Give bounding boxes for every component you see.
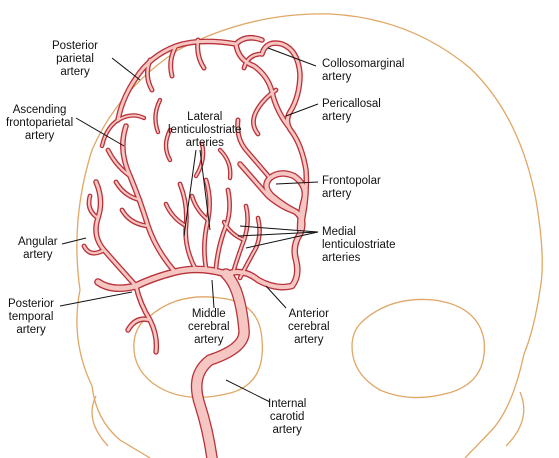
frontoparietal-branches-fill [106,148,150,228]
label-lateral-lenticulostriate-arteries: Lateral lenticulostriate arteries [168,111,242,149]
label-posterior-temporal-artery: Posterior temporal artery [8,298,55,336]
leader-pericallosal [285,103,319,117]
leader-medial-lenticulostriate-2 [237,231,319,237]
lateral-lenticulostriate-4-fill [165,195,209,227]
frontal-branch-2-fill [252,88,278,136]
leader-lateral-lenticulostriate-1 [183,149,197,237]
collosomarginal-artery-fill [234,36,290,128]
label-angular-artery: Angular artery [18,236,58,261]
leader-lines [59,47,319,403]
medial-lenticulostriate-3-fill [223,221,245,241]
skull-outline [76,13,543,458]
frontal-branch-3-fill [242,52,264,70]
angular-artery-fill [94,180,138,288]
leader-lateral-lenticulostriate-2 [199,149,211,231]
right-zygoma [505,391,525,447]
superior-arc-fill [116,39,238,122]
label-collosomarginal-artery: Collosomarginal artery [322,58,405,83]
leader-frontopolar [275,181,319,185]
posterior-parietal-artery-fill [146,38,206,92]
label-internal-carotid-artery: Internal carotid artery [268,398,307,436]
leader-middle-cerebral [211,279,215,309]
leader-posterior-temporal [59,291,133,307]
leader-ascending-frontoparietal [75,117,125,147]
leader-internal-carotid [225,379,271,403]
label-ascending-frontoparietal-artery: Ascending frontoparietal artery [6,104,74,142]
posterior-temporal-artery-fill [126,284,158,354]
label-posterior-parietal-artery: Posterior parietal artery [52,40,99,78]
leader-medial-lenticulostriate-3 [245,231,319,249]
cortical-twigs-fill [101,99,232,179]
leader-collosomarginal [267,47,317,67]
internal-carotid-artery-fill [192,269,249,458]
leader-posterior-parietal [111,57,141,81]
left-orbit [133,296,263,398]
leader-medial-lenticulostriate-1 [239,225,319,233]
frontal-branch-1-fill [236,118,272,180]
leader-angular [61,237,87,245]
label-frontopolar-artery: Frontopolar artery [322,175,381,200]
angular-branches-fill [82,194,106,255]
leader-anterior-cerebral [265,285,287,309]
middle-cerebral-artery-fill [95,266,229,291]
label-middle-cerebral-artery: Middle cerebral artery [188,308,230,346]
label-pericallosal-artery: Pericallosal artery [322,98,381,123]
label-medial-lenticulostriate-arteries: Medial lenticulostriate arteries [322,226,396,264]
left-zygoma [91,395,109,447]
right-orbit [351,298,486,399]
label-anterior-cerebral-artery: Anterior cerebral artery [288,308,330,346]
skull-contour [76,13,543,458]
frontopolar-artery-fill [238,162,298,214]
pericallosal-artery-fill [260,41,308,232]
artery-tree [81,34,310,458]
